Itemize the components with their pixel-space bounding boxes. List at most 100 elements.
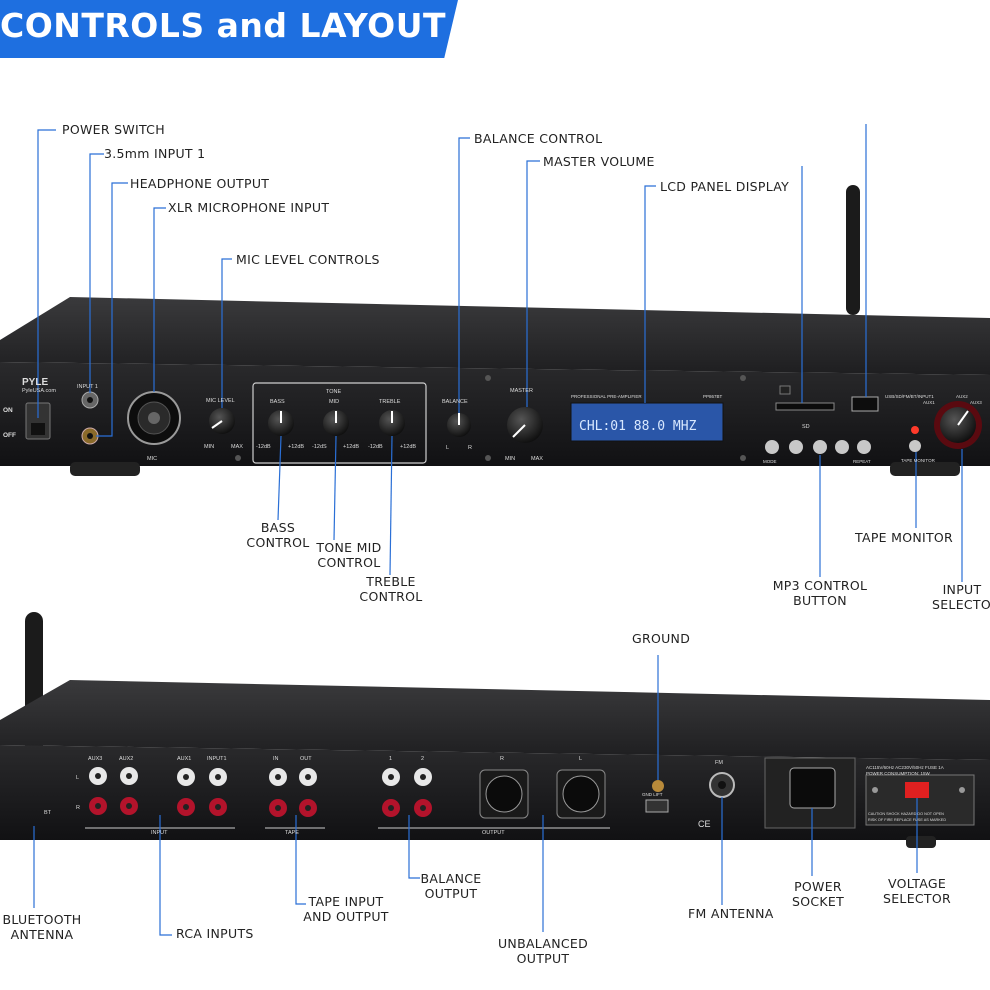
master-min-label: MIN <box>505 456 515 462</box>
model-label: PP867BT <box>703 394 723 399</box>
xlr-r-label: R <box>500 756 504 762</box>
mic-label: MIC <box>147 456 157 462</box>
out1-label: 1 <box>389 756 392 762</box>
callout-balance-output: BALANCE OUTPUT <box>420 871 482 901</box>
repeat-label: REPEAT <box>853 459 871 464</box>
balance-l-label: L <box>446 445 449 451</box>
lcd-screen <box>570 402 724 442</box>
mp3-buttons <box>765 440 871 454</box>
callout-bluetooth-antenna: BLUETOOTH ANTENNA <box>2 912 82 942</box>
callout-mic-level: MIC LEVEL CONTROLS <box>236 252 380 267</box>
mode-label: MODE <box>763 459 777 464</box>
front-panel-printing: PYLE PyleUSA.com ON OFF INPUT 1 MIC MIC … <box>3 377 982 464</box>
usb-port[interactable] <box>851 396 879 412</box>
out2-label: 2 <box>421 756 424 762</box>
tape-section-label: TAPE <box>285 830 299 836</box>
rear-input1-label: INPUT1 <box>207 756 227 762</box>
mid-max: +12dB <box>343 444 359 450</box>
tone-label: TONE <box>326 389 342 395</box>
rca-jacks <box>89 767 432 817</box>
callout-fm-antenna: FM ANTENNA <box>688 906 774 921</box>
front-top <box>0 297 990 375</box>
callout-rca-inputs: RCA INPUTS <box>176 926 254 941</box>
callout-tone-mid-control: TONE MID CONTROL <box>316 540 382 570</box>
callout-xlr-mic: XLR MICROPHONE INPUT <box>168 200 330 215</box>
treble-min: -12dB <box>368 444 383 450</box>
tape-out-label: OUT <box>300 756 312 762</box>
callout-35mm-input: 3.5mm INPUT 1 <box>104 146 206 161</box>
front-foot-left <box>70 462 140 476</box>
fm-label: FM <box>715 760 723 766</box>
off-label: OFF <box>3 432 16 439</box>
callout-master-volume: MASTER VOLUME <box>543 154 655 169</box>
power-socket[interactable] <box>789 767 836 809</box>
power-switch-rocker[interactable] <box>31 423 45 435</box>
callout-power-socket: POWER SOCKET <box>791 879 845 909</box>
rear-aux1-label: AUX1 <box>177 756 191 762</box>
repeat-button[interactable] <box>857 440 871 454</box>
callout-input-selector: INPUT SELECTOR <box>932 582 990 612</box>
aux2-label: AUX2 <box>956 394 968 399</box>
callout-ground: GROUND <box>632 631 691 646</box>
callout-balance-control: BALANCE CONTROL <box>474 131 603 146</box>
caution-text-2: RISK OF FIRE REPLACE FUSE AS MARKED <box>868 818 946 822</box>
mic-min-label: MIN <box>204 444 214 450</box>
power-spec: AC115V/60Hz AC230V/50Hz FUSE 1A <box>866 765 944 770</box>
tone-box <box>252 382 427 464</box>
bass-label: BASS <box>270 399 285 405</box>
front-face <box>0 362 990 466</box>
bass-max: +12dB <box>288 444 304 450</box>
mid-min: -12dS <box>312 444 327 450</box>
input1-label: INPUT 1 <box>77 384 98 390</box>
callout-treble-control: TREBLE CONTROL <box>359 574 423 604</box>
treble-label: TREBLE <box>379 399 401 405</box>
play-pause-button[interactable] <box>813 440 827 454</box>
leader-lines <box>33 124 963 936</box>
front-antenna <box>846 185 860 315</box>
tape-monitor-button[interactable] <box>909 440 921 452</box>
power-consumption: POWER CONSUMPTION: 15W <box>866 771 931 776</box>
bass-min: -12dB <box>256 444 271 450</box>
rear-aux3-label: AUX3 <box>88 756 102 762</box>
ground-terminal[interactable] <box>652 780 664 792</box>
callout-lcd-panel: LCD PANEL DISPLAY <box>660 179 790 194</box>
lcd-header: PROFESSIONAL PRE-AMPLIFIER <box>571 394 642 399</box>
callout-power-switch: POWER SWITCH <box>62 122 165 137</box>
front-unit <box>0 185 990 476</box>
callout-tape-monitor: TAPE MONITOR <box>855 530 954 545</box>
lcd-readout: CHL:01 88.0 MHZ <box>579 419 697 434</box>
prev-button[interactable] <box>789 440 803 454</box>
balance-r-label: R <box>468 445 472 451</box>
master-label: MASTER <box>510 388 533 394</box>
callout-headphone-output: HEADPHONE OUTPUT <box>130 176 270 191</box>
mic-max-label: MAX <box>231 444 243 450</box>
master-max-label: MAX <box>531 456 543 462</box>
title-banner <box>0 0 458 58</box>
usb-sd-label: USB/SD/FM/BT/INPUT1 <box>885 394 934 399</box>
mode-button[interactable] <box>765 440 779 454</box>
mic-level-label: MIC LEVEL <box>206 398 235 404</box>
voltage-selector-switch[interactable] <box>905 782 929 798</box>
rear-l-label: L <box>76 775 79 781</box>
callout-unbalanced-output: UNBALANCED OUTPUT <box>497 936 589 966</box>
treble-max: +12dB <box>400 444 416 450</box>
output-section-label: OUTPUT <box>482 830 505 836</box>
aux1-label: AUX1 <box>923 400 935 405</box>
callout-bass-control: BASS CONTROL <box>246 520 310 550</box>
next-button[interactable] <box>835 440 849 454</box>
bt-label: BT <box>44 810 52 816</box>
gnd-lift-switch[interactable] <box>645 799 669 813</box>
rear-panel-printing: BT AUX3 AUX2 AUX1 INPUT1 IN OUT 1 2 R L … <box>44 756 946 836</box>
callout-voltage-selector: VOLTAGE SELECTOR <box>883 876 951 906</box>
front-foot-right <box>890 462 960 476</box>
gnd-lift-label: GND LIFT <box>642 792 663 797</box>
sd-label: SD <box>802 424 810 430</box>
rear-r-label: R <box>76 805 80 811</box>
rear-unit <box>0 612 990 848</box>
brand-sub: PyleUSA.com <box>22 388 56 394</box>
sd-slot[interactable] <box>775 402 835 411</box>
on-label: ON <box>3 407 13 414</box>
brand-logo: PYLE <box>22 377 48 388</box>
